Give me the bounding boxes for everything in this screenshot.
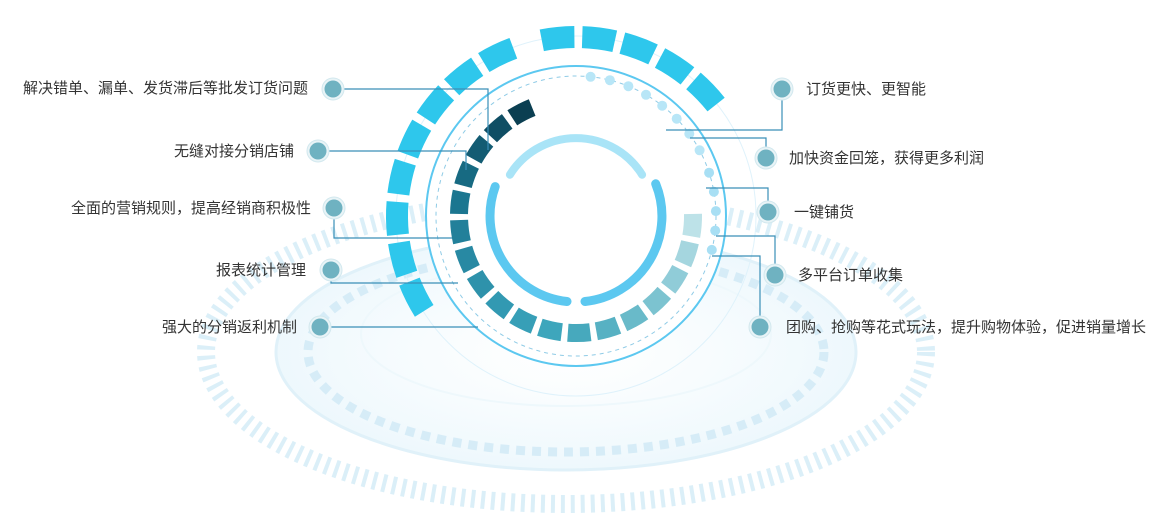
left-node-4 — [322, 261, 340, 279]
mid-segment-4 — [454, 160, 479, 188]
right-connector-1 — [666, 89, 783, 131]
outer-segment-13 — [478, 38, 518, 72]
outer-segment-2 — [581, 26, 618, 52]
mid-segment-10 — [509, 307, 538, 334]
mid-segment-16 — [661, 265, 689, 294]
mid-segment-3 — [465, 135, 494, 164]
outer-segment-12 — [444, 57, 484, 96]
outer-segment-3 — [619, 32, 658, 65]
left-node-2 — [309, 142, 327, 160]
mid-segment-14 — [619, 304, 649, 332]
dot-3 — [623, 81, 634, 92]
inner-left-arc — [485, 182, 572, 306]
mid-segment-15 — [642, 286, 672, 316]
mid-segment-17 — [674, 240, 699, 268]
mid-segment-13 — [594, 316, 622, 341]
mid-segment-18 — [682, 213, 703, 238]
central-rings — [385, 26, 757, 397]
mid-segment-9 — [485, 291, 515, 320]
left-connector-1 — [333, 88, 489, 150]
mid-segment-7 — [454, 245, 480, 274]
left-node-1 — [324, 80, 342, 98]
left-label-5: 强大的分销返利机制 — [161, 318, 297, 336]
dot-7 — [684, 128, 695, 139]
dot-6 — [671, 113, 682, 124]
left-label-3: 全面的营销规则，提高经销商积极性 — [70, 199, 311, 217]
outer-segment-10 — [397, 119, 432, 159]
mid-segment-5 — [450, 189, 471, 215]
left-label-1: 解决错单、漏单、发货滞后等批发订货问题 — [22, 79, 308, 97]
mid-segment-11 — [537, 318, 563, 342]
dot-13 — [706, 244, 717, 255]
outer-segment-7 — [388, 240, 418, 278]
dot-12 — [710, 225, 721, 236]
left-node-5 — [311, 318, 329, 336]
left-connector-2 — [318, 150, 467, 170]
outer-dashed-ellipse — [197, 191, 935, 513]
outer-segment-6 — [399, 277, 434, 317]
main-circle — [425, 65, 727, 367]
right-connector-4 — [716, 235, 776, 275]
dot-10 — [708, 186, 719, 197]
outer-segment-9 — [387, 158, 416, 196]
right-node-5 — [751, 318, 769, 336]
right-connector-5 — [712, 255, 761, 327]
left-node-3 — [325, 199, 343, 217]
inner-right-arc — [580, 179, 667, 306]
left-label-4: 报表统计管理 — [215, 261, 306, 279]
outer-segment-4 — [654, 48, 695, 85]
right-node-2 — [757, 149, 775, 167]
dot-2 — [604, 75, 615, 86]
mid-segment-2 — [483, 114, 513, 143]
right-label-4: 多平台订单收集 — [798, 266, 904, 284]
dot-9 — [704, 167, 715, 178]
right-node-4 — [766, 266, 784, 284]
right-node-1 — [773, 80, 791, 98]
outer-segment-8 — [385, 201, 409, 236]
node-markers — [306, 77, 794, 339]
mid-segment-1 — [507, 99, 536, 126]
mid-segment-8 — [466, 270, 495, 299]
mid-segment-6 — [450, 219, 471, 245]
outer-segment-1 — [539, 26, 575, 52]
left-label-2: 无缝对接分销店铺 — [173, 142, 294, 160]
right-label-1: 订货更快、更智能 — [806, 80, 927, 98]
outer-segment-11 — [416, 85, 455, 125]
dot-5 — [657, 100, 668, 111]
inner-top-arc — [505, 134, 647, 179]
dot-1 — [585, 71, 596, 82]
right-label-3: 一键铺货 — [794, 203, 855, 221]
dot-8 — [694, 145, 705, 156]
right-label-5: 团购、抢购等花式玩法，提升购物体验，促进销量增长 — [786, 318, 1147, 336]
right-label-2: 加快资金回笼，获得更多利润 — [789, 149, 985, 167]
dot-11 — [710, 206, 721, 217]
outer-segment-5 — [686, 72, 725, 112]
mid-segment-12 — [567, 323, 592, 343]
right-node-3 — [759, 203, 777, 221]
dot-4 — [641, 89, 651, 100]
